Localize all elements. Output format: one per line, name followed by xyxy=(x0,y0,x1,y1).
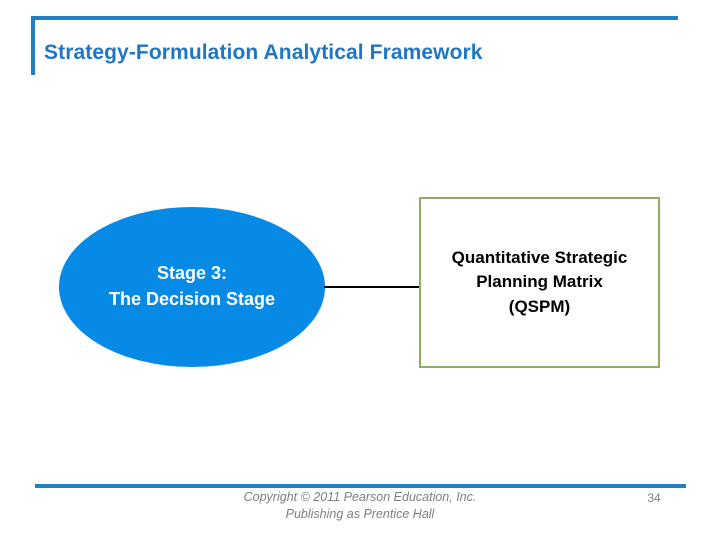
node-stage-3[interactable]: Stage 3: The Decision Stage xyxy=(59,207,325,367)
node-qspm[interactable]: Quantitative Strategic Planning Matrix (… xyxy=(419,197,660,368)
strategy-framework-diagram: Stage 3: The Decision Stage Quantitative… xyxy=(59,197,660,368)
footer-rule xyxy=(35,484,686,488)
page-title: Strategy-Formulation Analytical Framewor… xyxy=(44,41,483,64)
page-number: 34 xyxy=(647,491,661,505)
header-accent-tick xyxy=(31,16,35,75)
header-rule xyxy=(31,16,678,20)
node-stage-3-label: Stage 3: The Decision Stage xyxy=(108,263,276,309)
footer-copyright: Copyright © 2011 Pearson Education, Inc.… xyxy=(243,490,477,522)
connector-stage3-to-qspm xyxy=(324,286,420,288)
node-qspm-label: Quantitative Strategic Planning Matrix (… xyxy=(451,248,628,316)
